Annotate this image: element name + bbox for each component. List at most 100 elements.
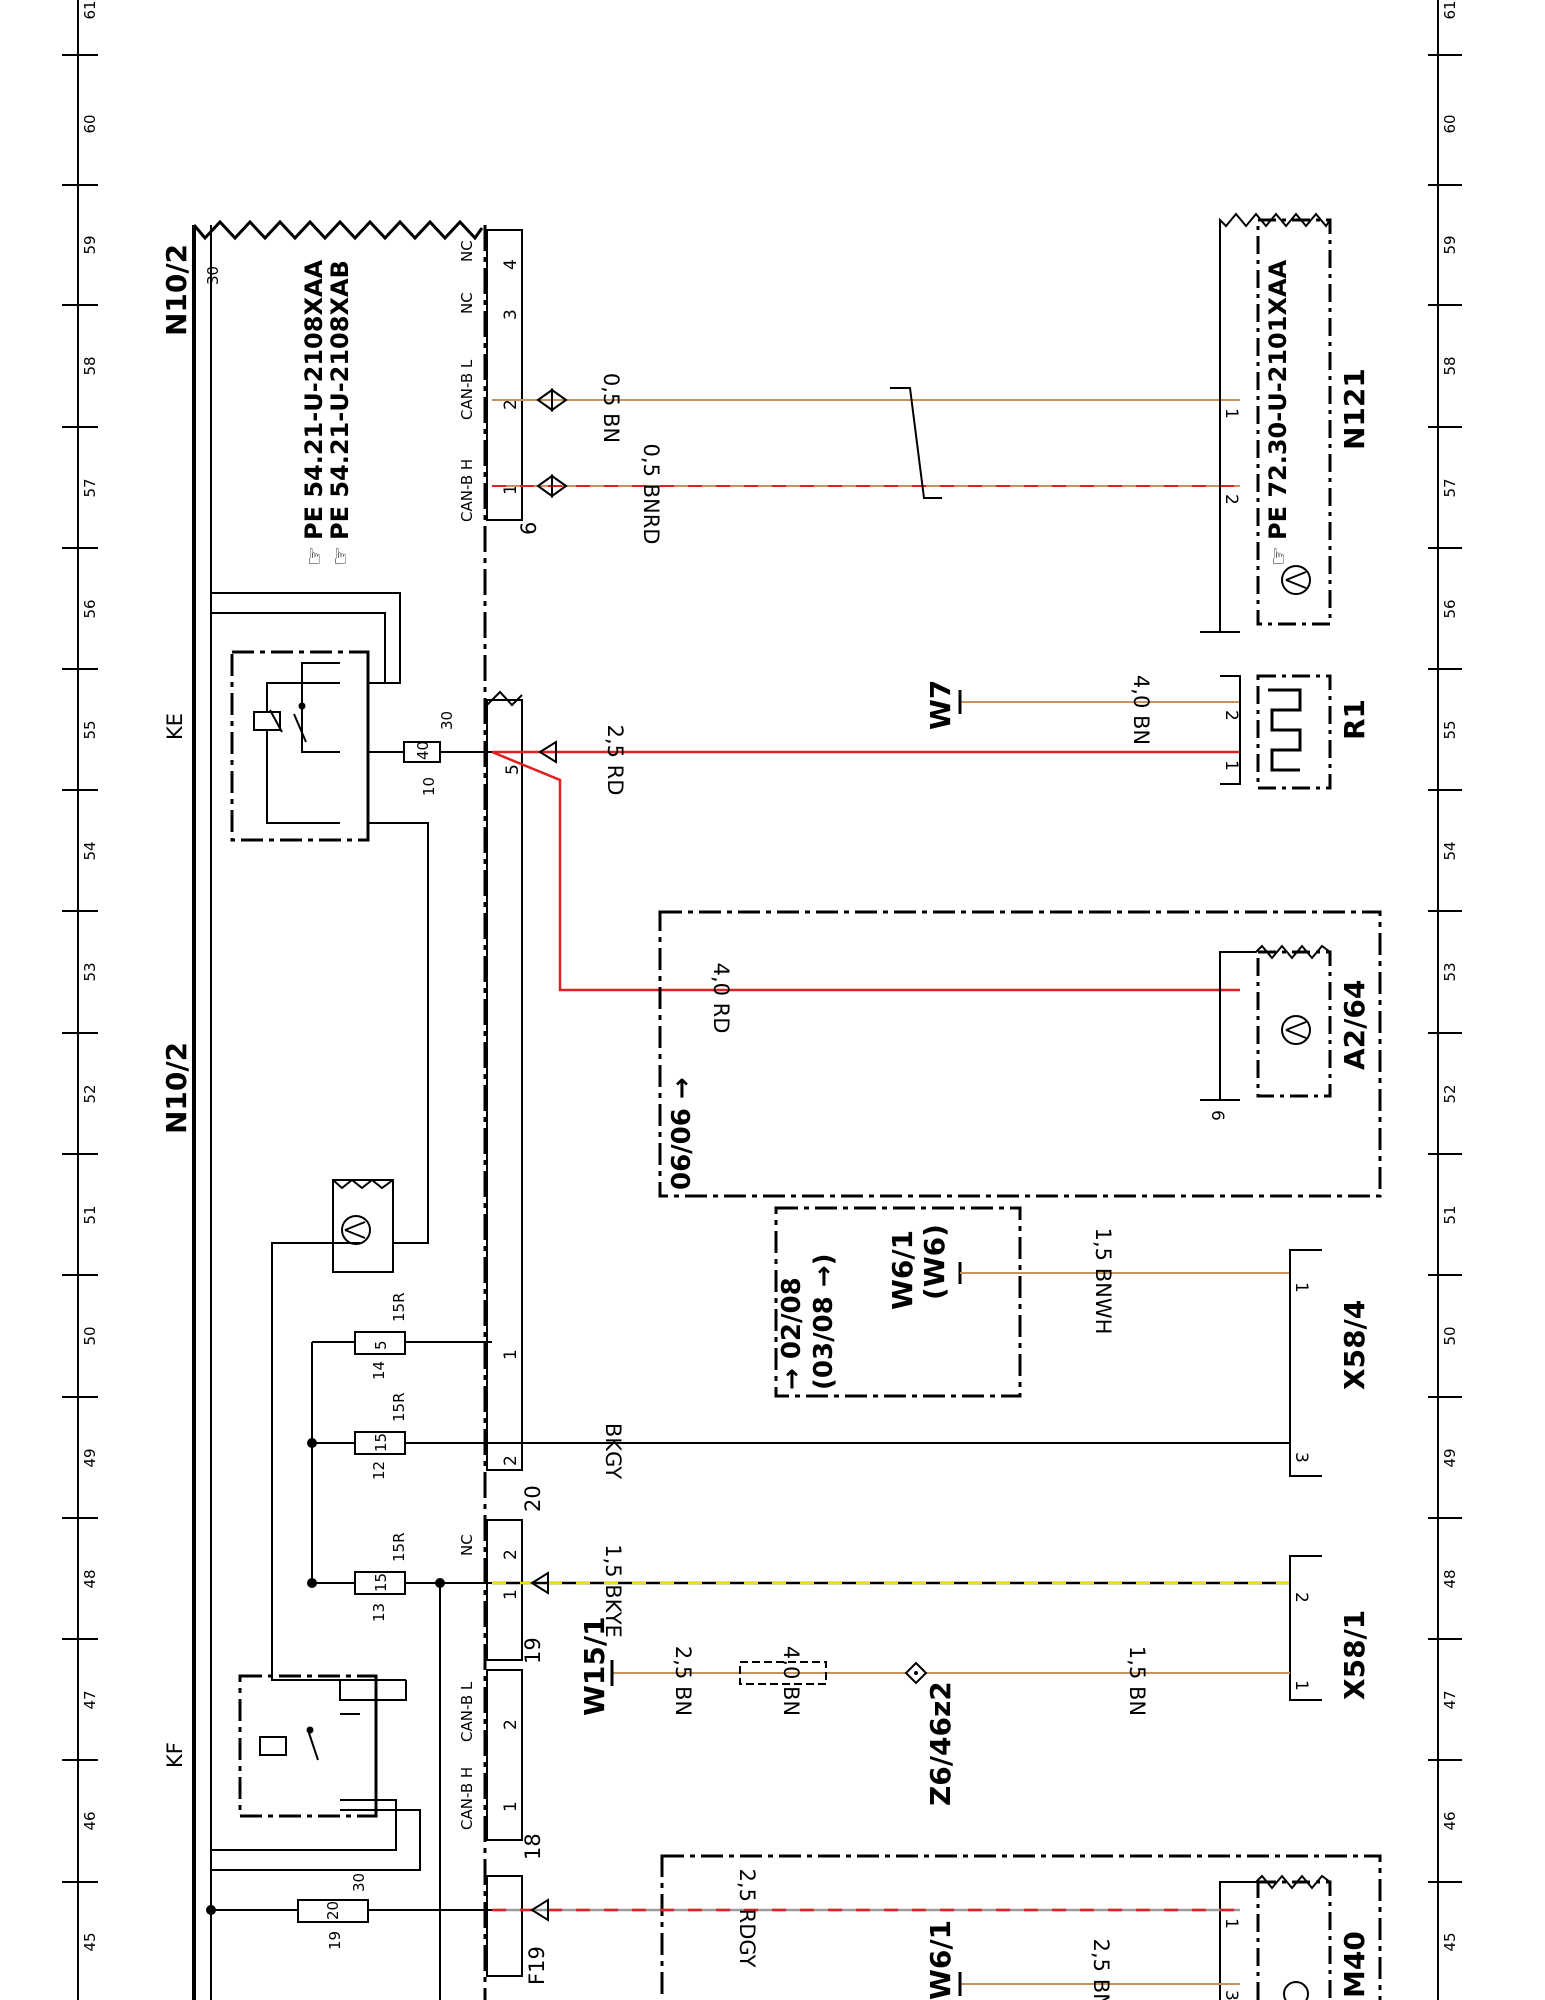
pin-number: 2 [1291, 1592, 1311, 1603]
wire-label-bkgy: BKGY [601, 1423, 625, 1479]
frame-num: 59 [81, 235, 99, 254]
fuse-terminal: 30 [438, 711, 456, 730]
pointing-hand-icon: ☞ [1267, 546, 1292, 566]
component-label-x58-1: X58/1 [1338, 1610, 1371, 1700]
control-unit-label: N10/2 [160, 1042, 193, 1134]
frame-num: 47 [1441, 1690, 1459, 1709]
connector-number: 20 [521, 1485, 545, 1512]
wire-bkye [492, 1571, 1290, 1595]
pin-number: 3 [501, 309, 521, 320]
twisted-pair-marker [890, 387, 942, 499]
wire-label-x581: 1,5 BN [1125, 1646, 1149, 1716]
pin-number: 1 [1221, 408, 1241, 419]
fuse-10 [368, 741, 492, 763]
pin-number: 1 [1221, 760, 1241, 771]
pin-label: NC [458, 1534, 476, 1556]
frame-num: 53 [1441, 962, 1459, 981]
pin-number: 2 [501, 1455, 521, 1466]
reference-notes: PE 54.21-U-2108XAA PE 54.21-U-2108XAB ☞ … [300, 259, 354, 566]
pin-number: 6 [1207, 1110, 1227, 1121]
relay-ke [230, 650, 370, 842]
component-label-w61-bottom: W6/1 [924, 1920, 957, 2000]
date-note: (03/08 →) [809, 1254, 839, 1390]
fuse-terminal: 30 [350, 1873, 368, 1892]
frame-num: 55 [81, 720, 99, 739]
connector-pin-labels: 30 NC 4 NC 3 CAN-B L 2 CAN-B H 1 6 5 1 2… [204, 240, 549, 1985]
reference-pe: PE 54.21-U-2108XAA [300, 259, 328, 540]
frame-num: 50 [1441, 1326, 1459, 1345]
connector-number: 5 [503, 764, 523, 775]
wire-label-w151-box: 4,0 BN [779, 1646, 803, 1716]
pin-number: 1 [501, 1589, 521, 1600]
frame-num: 49 [81, 1448, 99, 1467]
pin-number: 4 [501, 259, 521, 270]
frame-num: 56 [81, 599, 99, 618]
frame-num: 51 [81, 1205, 99, 1224]
connector-x58-1 [1289, 1555, 1322, 1701]
pin-number: 1 [501, 484, 521, 495]
fuse-terminal: 15R [390, 1532, 408, 1562]
pin-number: 1 [1291, 1680, 1311, 1691]
wire-label-can-low: 0,5 BN [599, 373, 623, 443]
wire-can-low [492, 388, 1240, 412]
frame-numbers-left: 61 60 59 58 57 56 55 54 53 52 51 50 49 4… [81, 0, 99, 1951]
reference-pe: PE 72.30-U-2101XAA [1264, 259, 1292, 540]
frame-num: 57 [1441, 478, 1459, 497]
frame-num: 59 [1441, 235, 1459, 254]
frame-num: 55 [1441, 720, 1459, 739]
component-label-w7: W7 [924, 680, 957, 730]
pointing-hand-icon: ☞ [329, 546, 354, 566]
frame-num: 45 [1441, 1932, 1459, 1951]
date-note: → 02/08 [777, 1277, 807, 1390]
component-r1 [1220, 674, 1332, 790]
wire-can-high [492, 474, 1240, 498]
frame-num: 54 [81, 841, 99, 860]
wire-w151 [610, 1660, 1290, 1686]
fuse-amps: 40 [414, 741, 432, 760]
component-label-w61: W6/1 [886, 1230, 919, 1310]
frame-num: 60 [1441, 114, 1459, 133]
pin-label: NC [458, 240, 476, 262]
frame-num: 46 [81, 1811, 99, 1830]
wire-label-bkye: 1,5 BKYE [601, 1544, 625, 1638]
component-label-r1: R1 [1338, 699, 1371, 740]
control-unit-label: N10/2 [160, 244, 193, 336]
wire-label-w61-bottom: 2,5 BNWH [1089, 1939, 1113, 2000]
frame-right [1428, 0, 1462, 2000]
component-label-x58-4: X58/4 [1338, 1300, 1371, 1390]
frame-num: 53 [81, 962, 99, 981]
pin-number: 1 [1221, 1918, 1241, 1929]
component-label-w6: (W6) [918, 1224, 951, 1300]
pin-label: CAN-B L [458, 359, 476, 420]
component-label-w151: W15/1 [578, 1616, 611, 1716]
frame-num: 57 [81, 478, 99, 497]
pin-label: CAN-B H [458, 459, 476, 522]
connector-x58-4 [1289, 1249, 1322, 1477]
wire-label-m40: 2,5 RDGY [735, 1869, 759, 1968]
fuse-terminal: 15R [390, 1292, 408, 1322]
frame-num: 56 [1441, 599, 1459, 618]
pin-number: 1 [1291, 1282, 1311, 1293]
module-box-m40 [660, 1854, 1382, 2000]
frame-num: 48 [81, 1569, 99, 1588]
frame-num: 52 [81, 1084, 99, 1103]
pin-number: 2 [1221, 710, 1241, 721]
fuse-position: 19 [326, 1931, 344, 1950]
frame-num: 45 [81, 1932, 99, 1951]
frame-num: 54 [1441, 841, 1459, 860]
pointing-hand-icon: ☞ [303, 546, 328, 566]
wire-w61-bottom [958, 1972, 1240, 1996]
fuse-bank [307, 1331, 492, 2000]
fuse-amps: 15 [372, 1433, 390, 1452]
date-note: 06/06 → [667, 1077, 697, 1190]
pin-number: 1 [501, 1801, 521, 1812]
pin-number: 3 [1291, 1452, 1311, 1463]
wire-label-w61: 1,5 BNWH [1091, 1228, 1115, 1335]
fuse-amps: 15 [372, 1573, 390, 1592]
pin-number: 2 [501, 1719, 521, 1730]
fuse-position: 13 [370, 1603, 388, 1622]
reference-pe: PE 54.21-U-2108XAB [326, 260, 354, 540]
pin-label: CAN-B H [458, 1767, 476, 1830]
connector-number: 6 [517, 522, 541, 535]
